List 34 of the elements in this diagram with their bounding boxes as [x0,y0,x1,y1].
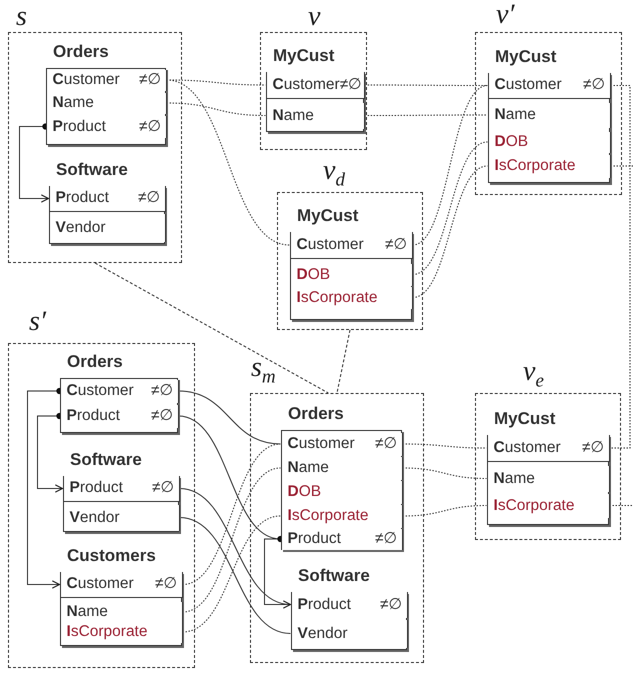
schema-label: v′ [496,1,515,29]
attribute-row: Product ≠∅ [290,592,408,618]
schema-label: v$_{e}$ [523,358,544,394]
schema-label: s [16,3,27,31]
attribute-row: Customer ≠∅ [290,232,412,258]
arrow [37,412,64,493]
table-name: MyCust [495,47,556,67]
schema-label: v$_{d}$ [323,157,345,193]
attribute-row: Customer ≠∅ [486,434,610,462]
schema-label: v [308,3,320,31]
attribute-row: Product ≠∅ [48,186,166,212]
table-name: Software [70,450,142,470]
attribute-row: Customer ≠∅ [60,572,182,598]
connector-line [609,85,630,448]
table-name: Orders [67,352,123,372]
attribute-row: Customer≠∅ [266,72,364,98]
table-name: Orders [288,404,344,424]
schema-label: s$_{m}$ [251,354,276,390]
attribute-row: Product ≠∅ [280,528,402,550]
schema-label: s′ [29,308,46,336]
mapping-line [94,262,329,394]
mapping-line [336,330,350,394]
table-name: Customers [67,546,156,566]
arrow [19,123,50,203]
table-name: MyCust [297,206,358,226]
arrow [264,536,292,609]
table-name: MyCust [273,46,334,66]
table-name: Orders [53,42,109,62]
table-name: Software [56,160,128,180]
table-name: Software [298,566,370,586]
connector-line [178,390,281,444]
attribute-row: Product ≠∅ [62,476,180,502]
table-name: MyCust [494,409,556,429]
attribute-row: Customer ≠∅ [488,72,610,98]
